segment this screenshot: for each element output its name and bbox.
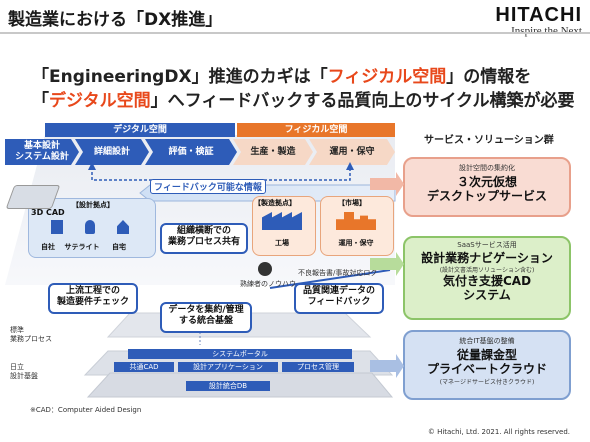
- house-icon: [117, 220, 129, 234]
- phase-detail-design: 詳細設計: [75, 139, 149, 165]
- digital-space-bar: デジタル空間: [45, 123, 235, 137]
- service-name: ３次元仮想 デスクトップサービス: [426, 175, 547, 203]
- phase-label: 運用・保守: [329, 146, 375, 157]
- site-label-home: 自宅: [112, 243, 126, 251]
- feedback-info-label: フィードバック可能な情報: [150, 179, 266, 194]
- headline-text: 」の情報を: [446, 67, 532, 87]
- cad-footnote: ※CAD：Computer Aided Design: [30, 406, 142, 414]
- headline-text: 「: [32, 91, 49, 111]
- headline-highlight: デジタル空間: [49, 91, 151, 111]
- design-app-label: 設計アプリケーション: [193, 363, 263, 371]
- copyright: © Hitachi, Ltd. 2021. All rights reserve…: [427, 428, 570, 436]
- callout-text: 品質関連データの フィードバック: [302, 286, 375, 307]
- veteran-note: 熟練者のノウハウ: [240, 280, 296, 288]
- title-divider: [0, 32, 590, 34]
- physical-space-label: フィジカル空間: [284, 125, 348, 135]
- market-panel: [320, 196, 394, 256]
- service-category: 統合IT基盤の整備: [459, 337, 515, 345]
- services-heading: サービス・ソリューション群: [424, 135, 554, 146]
- design-db-label: 設計統合DB: [208, 382, 248, 390]
- phase-production: 生産・製造: [233, 139, 313, 165]
- common-cad-label: 共通CAD: [129, 363, 159, 371]
- callout-text: データを集約/管理 する統合基盤: [168, 305, 244, 326]
- service-name: 従量課金型 プライベートクラウド: [426, 348, 547, 376]
- cad-model-image: [5, 185, 61, 209]
- phase-label: 詳細設計: [93, 146, 130, 157]
- callout-integrated-platform: データを集約/管理 する統合基盤: [160, 302, 252, 333]
- person-icon: [85, 220, 95, 234]
- cad-label: 3D CAD: [31, 208, 65, 217]
- service-card-saas: SaaSサービス活用 設計業務ナビゲーション (設計文書活用ソリューション含む)…: [403, 236, 571, 320]
- design-hub-tag: 【設計拠点】: [72, 201, 114, 209]
- design-app-bar: 設計アプリケーション: [178, 362, 278, 372]
- process-mgmt-bar: プロセス管理: [282, 362, 354, 372]
- service-card-vdi: 設計空間の集約化 ３次元仮想 デスクトップサービス: [403, 157, 571, 217]
- headline-text: 「EngineeringDX」推進のカギは「: [32, 67, 328, 87]
- service-connectors: [370, 172, 404, 378]
- service-name: 設計業務ナビゲーション: [421, 251, 553, 265]
- common-cad-bar: 共通CAD: [114, 362, 174, 372]
- process-mgmt-label: プロセス管理: [297, 363, 339, 371]
- hitachi-platform-label: 日立 設計基盤: [10, 363, 38, 380]
- logo-tagline: Inspire the Next: [511, 25, 582, 37]
- page-title: 製造業における「DX推進」: [8, 10, 223, 30]
- site-label-satellite: サテライト: [64, 243, 100, 251]
- phase-operation: 運用・保守: [309, 139, 395, 165]
- building-icon: [51, 220, 63, 234]
- factory-icon: [262, 212, 302, 230]
- physical-space-bar: フィジカル空間: [237, 123, 395, 137]
- system-portal-label: システムポータル: [212, 350, 268, 358]
- callout-quality-feedback: 品質関連データの フィードバック: [294, 283, 384, 314]
- market-label: 運用・保守: [338, 239, 374, 247]
- phase-label: 評価・検証: [168, 146, 214, 157]
- headline-highlight: フィジカル空間: [327, 67, 447, 87]
- site-label-own: 自社: [41, 243, 55, 251]
- service-category: SaaSサービス活用: [457, 241, 517, 249]
- callout-upstream-check: 上流工程での 製造要件チェック: [48, 283, 138, 314]
- phase-evaluation: 評価・検証: [145, 139, 237, 165]
- headline-line-1: 「EngineeringDX」推進のカギは「フィジカル空間」の情報を: [32, 62, 531, 87]
- defect-log-note: 不良報告書/事故対応ログ: [298, 269, 378, 277]
- service-name-secondary: 気付き支援CAD システム: [442, 274, 532, 302]
- veteran-icon: [258, 262, 272, 276]
- phase-basic-design: 基本設計 システム設計: [5, 139, 79, 165]
- hitachi-logo: HITACHI Inspire the Next: [495, 4, 582, 37]
- headline-line-2: 「デジタル空間」へフィードバックする品質向上のサイクル構築が必要: [32, 86, 574, 111]
- system-portal-bar: システムポータル: [128, 349, 352, 359]
- callout-org-process: 組織横断での 業務プロセス共有: [160, 223, 248, 254]
- city-icon: [336, 212, 376, 230]
- site-icons: [40, 220, 140, 240]
- callout-text: 組織横断での 業務プロセス共有: [167, 226, 240, 247]
- digital-space-label: デジタル空間: [113, 125, 167, 135]
- service-category: 設計空間の集約化: [459, 164, 515, 172]
- design-db-bar: 設計統合DB: [186, 381, 270, 391]
- factory-label: 工場: [275, 239, 289, 247]
- logo-wordmark: HITACHI: [495, 4, 582, 26]
- market-tag: 【市場】: [338, 199, 366, 207]
- phase-label: 生産・製造: [250, 146, 296, 157]
- phase-label: 基本設計 システム設計: [15, 141, 69, 162]
- callout-text: 上流工程での 製造要件チェック: [56, 286, 129, 307]
- manufacturing-hub-tag: 【製造拠点】: [254, 199, 296, 207]
- service-card-cloud: 統合IT基盤の整備 従量課金型 プライベートクラウド (マネージドサービス付きク…: [403, 330, 571, 400]
- standard-process-label: 標準 業務プロセス: [10, 326, 52, 343]
- service-note: (設計文書活用ソリューション含む): [439, 267, 535, 274]
- service-note: (マネージドサービス付きクラウド): [439, 379, 535, 386]
- headline-text: 」へフィードバックする品質向上のサイクル構築が必要: [150, 91, 575, 111]
